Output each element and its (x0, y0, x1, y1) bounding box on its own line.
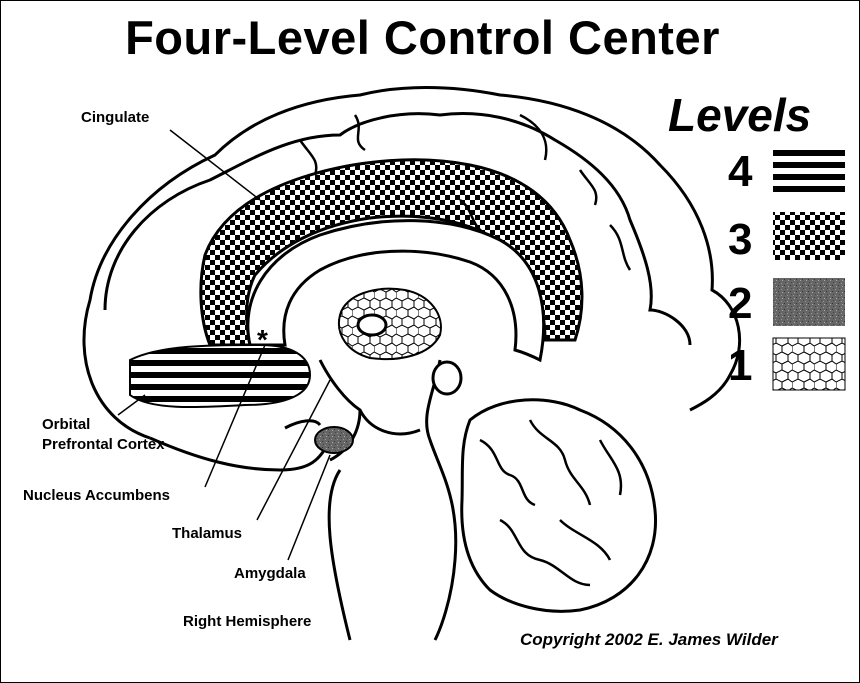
label-thalamus: Thalamus (172, 524, 242, 543)
legend-level-3-number: 3 (728, 218, 752, 262)
label-amygdala: Amygdala (234, 564, 306, 583)
pineal-loop (433, 362, 461, 394)
label-orbital-line2: Prefrontal Cortex (42, 435, 165, 454)
legend-level-1-number: 1 (728, 344, 752, 388)
legend-swatch-4 (773, 150, 845, 192)
thalamus-core (358, 315, 386, 335)
legend-level-4-number: 4 (728, 150, 752, 194)
diagram-title: Four-Level Control Center (0, 10, 845, 65)
pons (329, 470, 350, 640)
copyright-text: Copyright 2002 E. James Wilder (520, 630, 778, 650)
cerebellum (462, 400, 656, 612)
thalamus-region (339, 289, 441, 359)
accumbens-marker: * (257, 330, 268, 349)
label-orbital-line1: Orbital (42, 415, 90, 434)
legend-level-2-number: 2 (728, 282, 752, 326)
amygdala-region (315, 427, 353, 453)
orbital-prefrontal-region (130, 345, 310, 407)
legend-heading: Levels (668, 88, 811, 142)
label-right-hemisphere: Right Hemisphere (183, 612, 311, 631)
label-nucleus-accumbens: Nucleus Accumbens (23, 486, 170, 505)
legend-swatch-2 (773, 278, 845, 326)
legend-swatch-1 (773, 338, 845, 390)
temporal-lobe (150, 421, 330, 470)
label-cingulate: Cingulate (81, 108, 149, 127)
legend-swatch-3 (773, 212, 845, 260)
